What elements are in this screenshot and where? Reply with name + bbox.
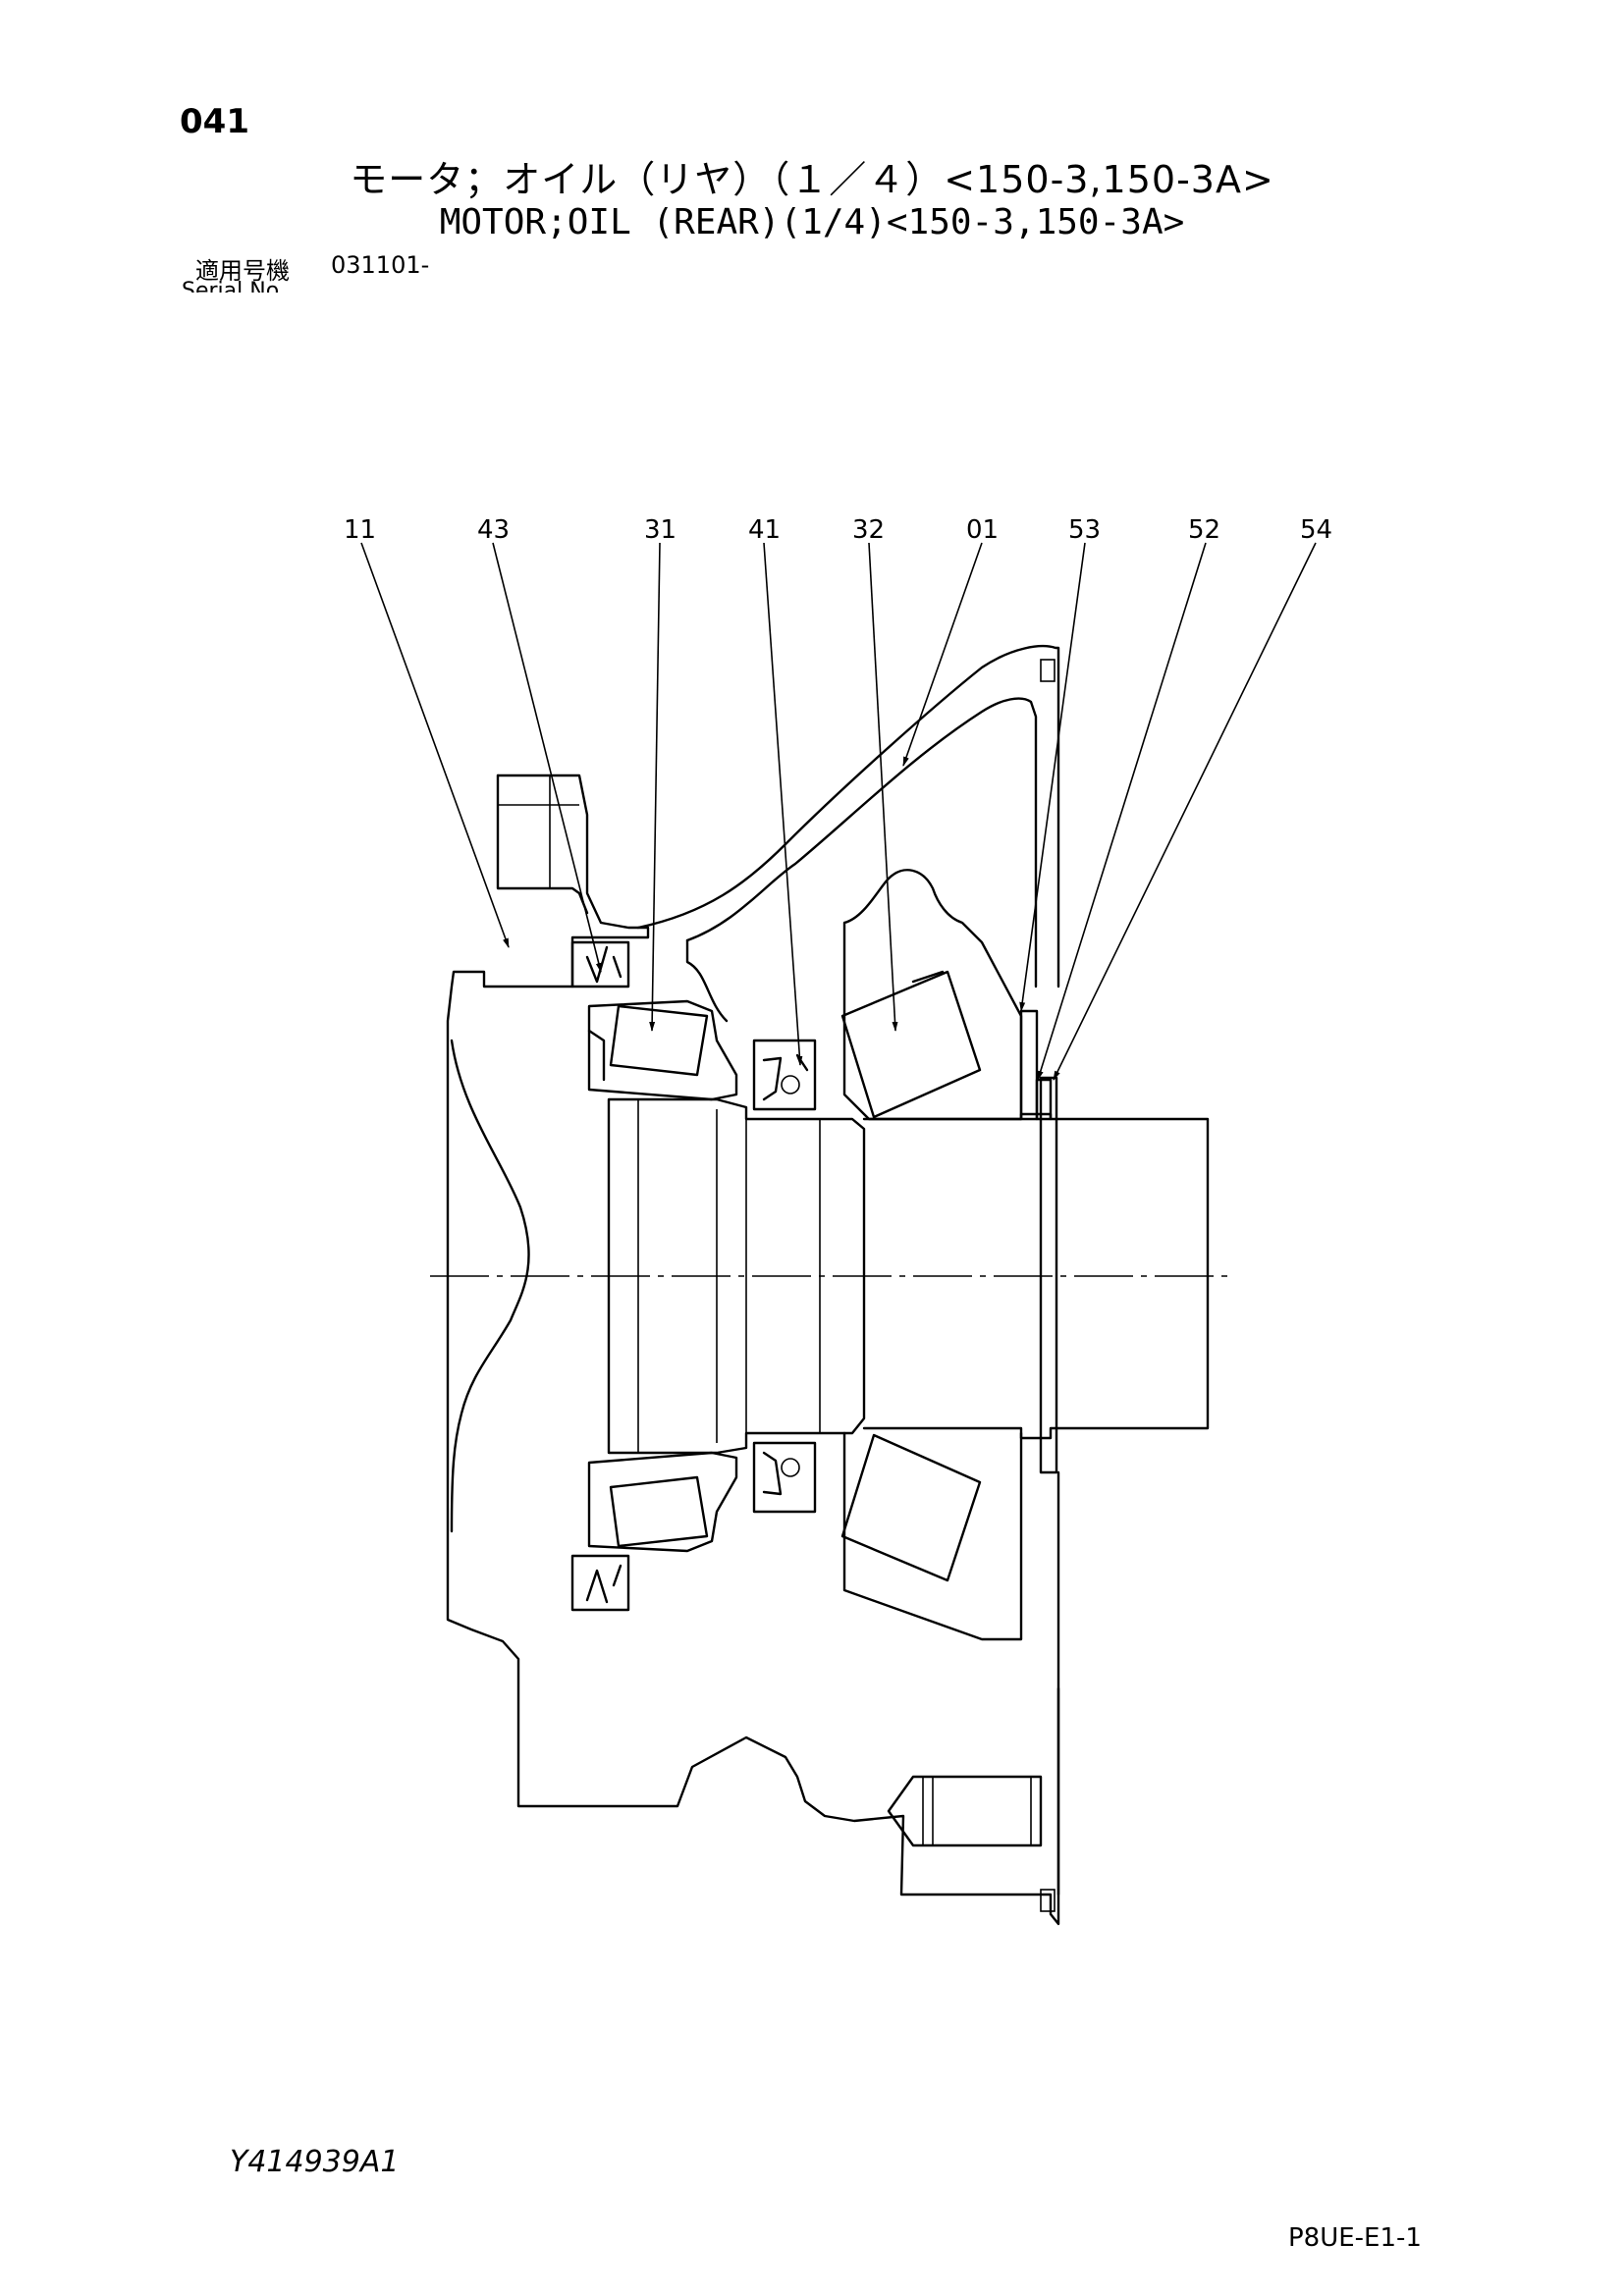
bearing-housing-lower xyxy=(842,1431,1023,1641)
cover-inner-curve xyxy=(685,697,1038,988)
oil-seal-41-lower xyxy=(752,1441,817,1514)
bearing-32-lower-roller xyxy=(840,1433,982,1582)
callout-32: 32 xyxy=(852,515,885,545)
callout-41: 41 xyxy=(748,515,781,545)
housing-outline xyxy=(446,774,1060,1926)
bearing-housing-right xyxy=(842,869,1023,1121)
housing-inner-wave xyxy=(450,1039,530,1533)
serial-label-japanese: 適用号機 xyxy=(195,257,290,285)
title-japanese: モータ；オイル（リヤ）（１／４）<150-3,150-3A> xyxy=(350,158,1274,201)
leader-lines xyxy=(360,542,1317,1081)
title-english: MOTOR;OIL (REAR)(1/4)<150-3,150-3A> xyxy=(439,202,1185,242)
shaft-outline xyxy=(607,1097,866,1455)
bearing-31-lower-race xyxy=(587,1451,738,1553)
ring-54-upper xyxy=(1039,1076,1058,1474)
bolt-lower xyxy=(887,1775,1043,1847)
drawing-code: Y414939A1 xyxy=(230,2145,400,2179)
snap-ring-52 xyxy=(1035,1078,1053,1121)
oil-seal-41-upper xyxy=(752,1039,817,1111)
callout-43: 43 xyxy=(477,515,510,545)
callout-11: 11 xyxy=(344,515,376,545)
page-number: 041 xyxy=(180,102,249,141)
callout-01: 01 xyxy=(966,515,999,545)
serial-label-english: Serial No. xyxy=(182,281,286,293)
serial-number-value: 031101- xyxy=(331,251,430,279)
bearing-31-upper-race xyxy=(587,999,738,1101)
callout-53: 53 xyxy=(1068,515,1101,545)
callout-31: 31 xyxy=(644,515,677,545)
cover-outline-upper xyxy=(636,645,1060,988)
housing-upper-boss xyxy=(496,774,589,915)
shim-53 xyxy=(1019,1009,1039,1121)
seal-43-upper xyxy=(570,940,630,988)
page-reference: P8UE-E1-1 xyxy=(1288,2223,1422,2253)
bearing-32-upper-roller xyxy=(840,970,982,1119)
callout-52: 52 xyxy=(1188,515,1220,545)
bearing-31-upper-roller xyxy=(609,1004,709,1077)
bearing-31-lower-roller xyxy=(609,1475,709,1548)
callout-54: 54 xyxy=(1300,515,1332,545)
seal-43-lower xyxy=(570,1554,630,1612)
